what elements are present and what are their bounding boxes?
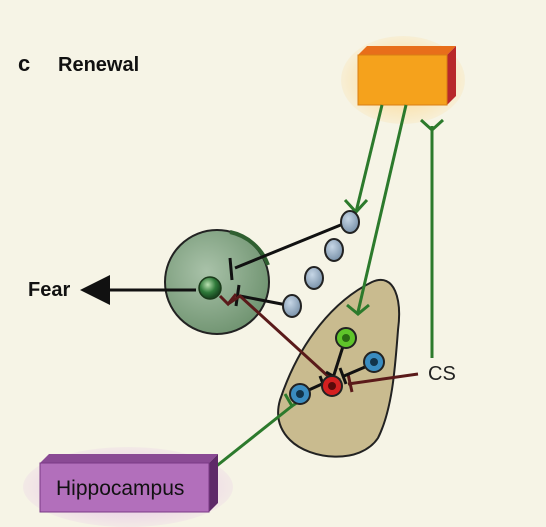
context-to-bla-pathway (356, 104, 408, 313)
hippocampus-box (39, 454, 218, 513)
synapse-terminal (218, 293, 238, 307)
bla-neuron-red (321, 375, 343, 397)
inhibitory-terminal (338, 367, 348, 385)
basolateral-amygdala (277, 279, 401, 458)
itc-inhibition-line (234, 220, 349, 270)
bla-neuron-green (335, 327, 357, 349)
cs-to-bla-pathway (347, 372, 419, 386)
context-to-itc-pathway (354, 104, 384, 213)
panel-letter: c (18, 51, 30, 76)
hippocampus-label: Hippocampus (56, 477, 184, 500)
inhibitory-terminal (234, 284, 241, 307)
cea-output-neuron (198, 276, 222, 300)
cea-rim-highlight (229, 230, 270, 266)
fear-label: Fear (28, 279, 70, 301)
synapse-terminal (346, 373, 354, 393)
itc-cell (340, 210, 360, 234)
synapse-terminal (343, 198, 369, 215)
cs-label: CS (428, 363, 456, 385)
synapse-terminal (419, 118, 445, 133)
hippocampus-to-bla-pathway (213, 404, 293, 470)
itc-cell (282, 294, 302, 318)
itc-cell (324, 238, 344, 262)
bla-neuron-blue (363, 351, 385, 373)
itc-cell (304, 266, 324, 290)
panel-title: Renewal (58, 54, 139, 76)
context-box (357, 46, 456, 106)
bla-neuron-blue (289, 383, 311, 405)
synapse-terminal (346, 303, 370, 316)
inhibitory-terminal (228, 257, 234, 281)
